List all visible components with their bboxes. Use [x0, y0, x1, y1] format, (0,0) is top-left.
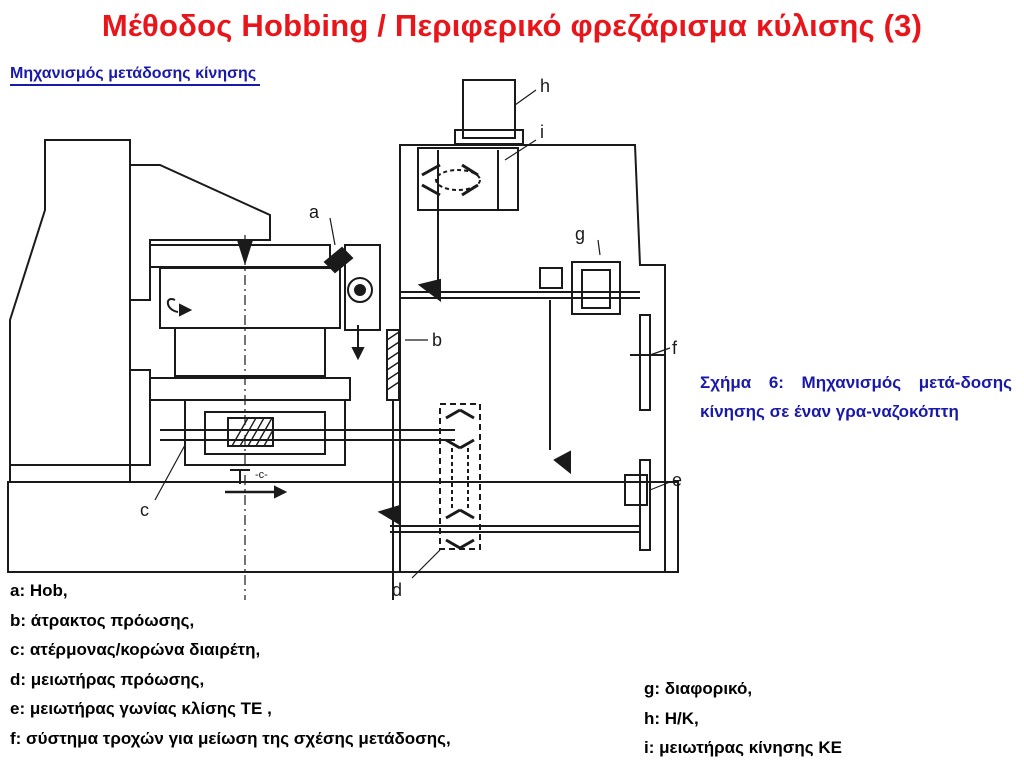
legend-item-a: a: Hob, — [10, 581, 68, 600]
machine-column — [9, 139, 271, 482]
legend-item-c: c: ατέρμονας/κορώνα διαιρέτη, — [10, 640, 261, 660]
slide-subtitle: Μηχανισμός μετάδοσης κίνησης — [10, 64, 261, 86]
differential-g — [571, 261, 621, 315]
legend-left: a: Hob, b: άτρακτος πρόωσης, c: ατέρμονα… — [10, 576, 451, 754]
feed-reducer-d — [439, 403, 481, 550]
label-h: h — [540, 76, 550, 96]
label-a: a — [309, 202, 320, 222]
work-table — [184, 399, 346, 466]
legend-right: g: διαφορικό, h: Η/Κ, i: μειωτήρας κίνησ… — [644, 674, 842, 763]
label-d: d — [392, 580, 402, 600]
label-f: f — [672, 338, 678, 358]
motor-h — [462, 79, 516, 139]
label-b: b — [432, 330, 442, 350]
hob-carrier — [159, 267, 341, 329]
legend-item-i: i: μειωτήρας κίνησης ΚΕ — [644, 738, 842, 758]
label-e: e — [672, 470, 682, 490]
hobbing-machine-diagram: a b c d e f g h i -c- — [7, 76, 682, 600]
machine-base — [7, 481, 679, 573]
angle-reducer-e — [624, 474, 648, 506]
legend-item-g: g: διαφορικό, — [644, 679, 753, 698]
label-c: c — [140, 500, 149, 520]
legend-item-f: f: σύστημα τροχών για μείωση της σχέσης … — [10, 728, 451, 748]
label-i: i — [540, 122, 544, 142]
figure-caption: Σχήμα 6: Μηχανισμός μετά-δοσης κίνησης σ… — [700, 373, 1012, 421]
legend-item-h: h: Η/Κ, — [644, 708, 699, 728]
gear-train-f — [639, 314, 651, 411]
slide-title: Μέθοδος Hobbing / Περιφερικό φρεζάρισμα … — [101, 8, 923, 43]
legend-item-d: d: μειωτήρας πρόωσης, — [10, 669, 205, 689]
gear-housing — [399, 144, 666, 573]
label-g: g — [575, 224, 585, 244]
worm-hatched — [227, 417, 274, 447]
machine-drawing — [7, 79, 679, 600]
gearbox-i — [417, 147, 519, 211]
legend-item-e: e: μειωτήρας γωνίας κλίσης ΤΕ , — [10, 699, 272, 719]
legend-item-b: b: άτρακτος πρόωσης, — [10, 610, 195, 630]
dimension-c-label: -c- — [255, 469, 268, 481]
